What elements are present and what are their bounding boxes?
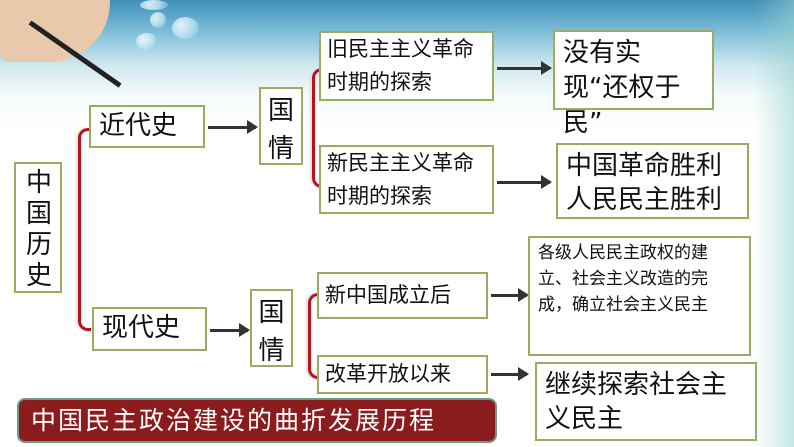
bracket <box>312 68 323 188</box>
result-box: 各级人民民主政权的建立、社会主义改造的完成，确立社会主义民主 <box>528 236 751 356</box>
bubble-decoration <box>140 0 168 10</box>
bubble-decoration <box>150 12 166 28</box>
branch-box: 新民主主义革命时期的探索 <box>319 145 494 214</box>
root-box: 中国历史 <box>14 162 62 293</box>
branch-box: 改革开放以来 <box>317 355 488 394</box>
result-box: 中国革命胜利人民民主胜利 <box>556 143 749 219</box>
bubble-decoration <box>136 33 158 50</box>
branch-box: 新中国成立后 <box>317 272 488 319</box>
arrow <box>208 120 258 134</box>
contemporary-history-box: 现代史 <box>92 307 207 351</box>
arrow <box>497 61 552 75</box>
hand-image <box>0 0 110 62</box>
arrow <box>210 323 250 337</box>
condition-box: 国情 <box>259 87 303 165</box>
arrow <box>497 175 552 189</box>
branch-box: 旧民主主义革命时期的探索 <box>319 31 494 101</box>
title-banner: 中国民主政治建设的曲折发展历程 <box>17 398 497 443</box>
result-box: 继续探索社会主义民主 <box>535 362 757 441</box>
condition-box: 国情 <box>250 289 293 367</box>
arrow <box>491 288 529 302</box>
modern-history-box: 近代史 <box>89 105 205 148</box>
bubble-decoration <box>172 17 199 39</box>
result-box: 没有实现“还权于民” <box>553 30 714 138</box>
bracket <box>308 293 320 379</box>
bracket <box>78 128 91 331</box>
arrow <box>491 367 529 381</box>
